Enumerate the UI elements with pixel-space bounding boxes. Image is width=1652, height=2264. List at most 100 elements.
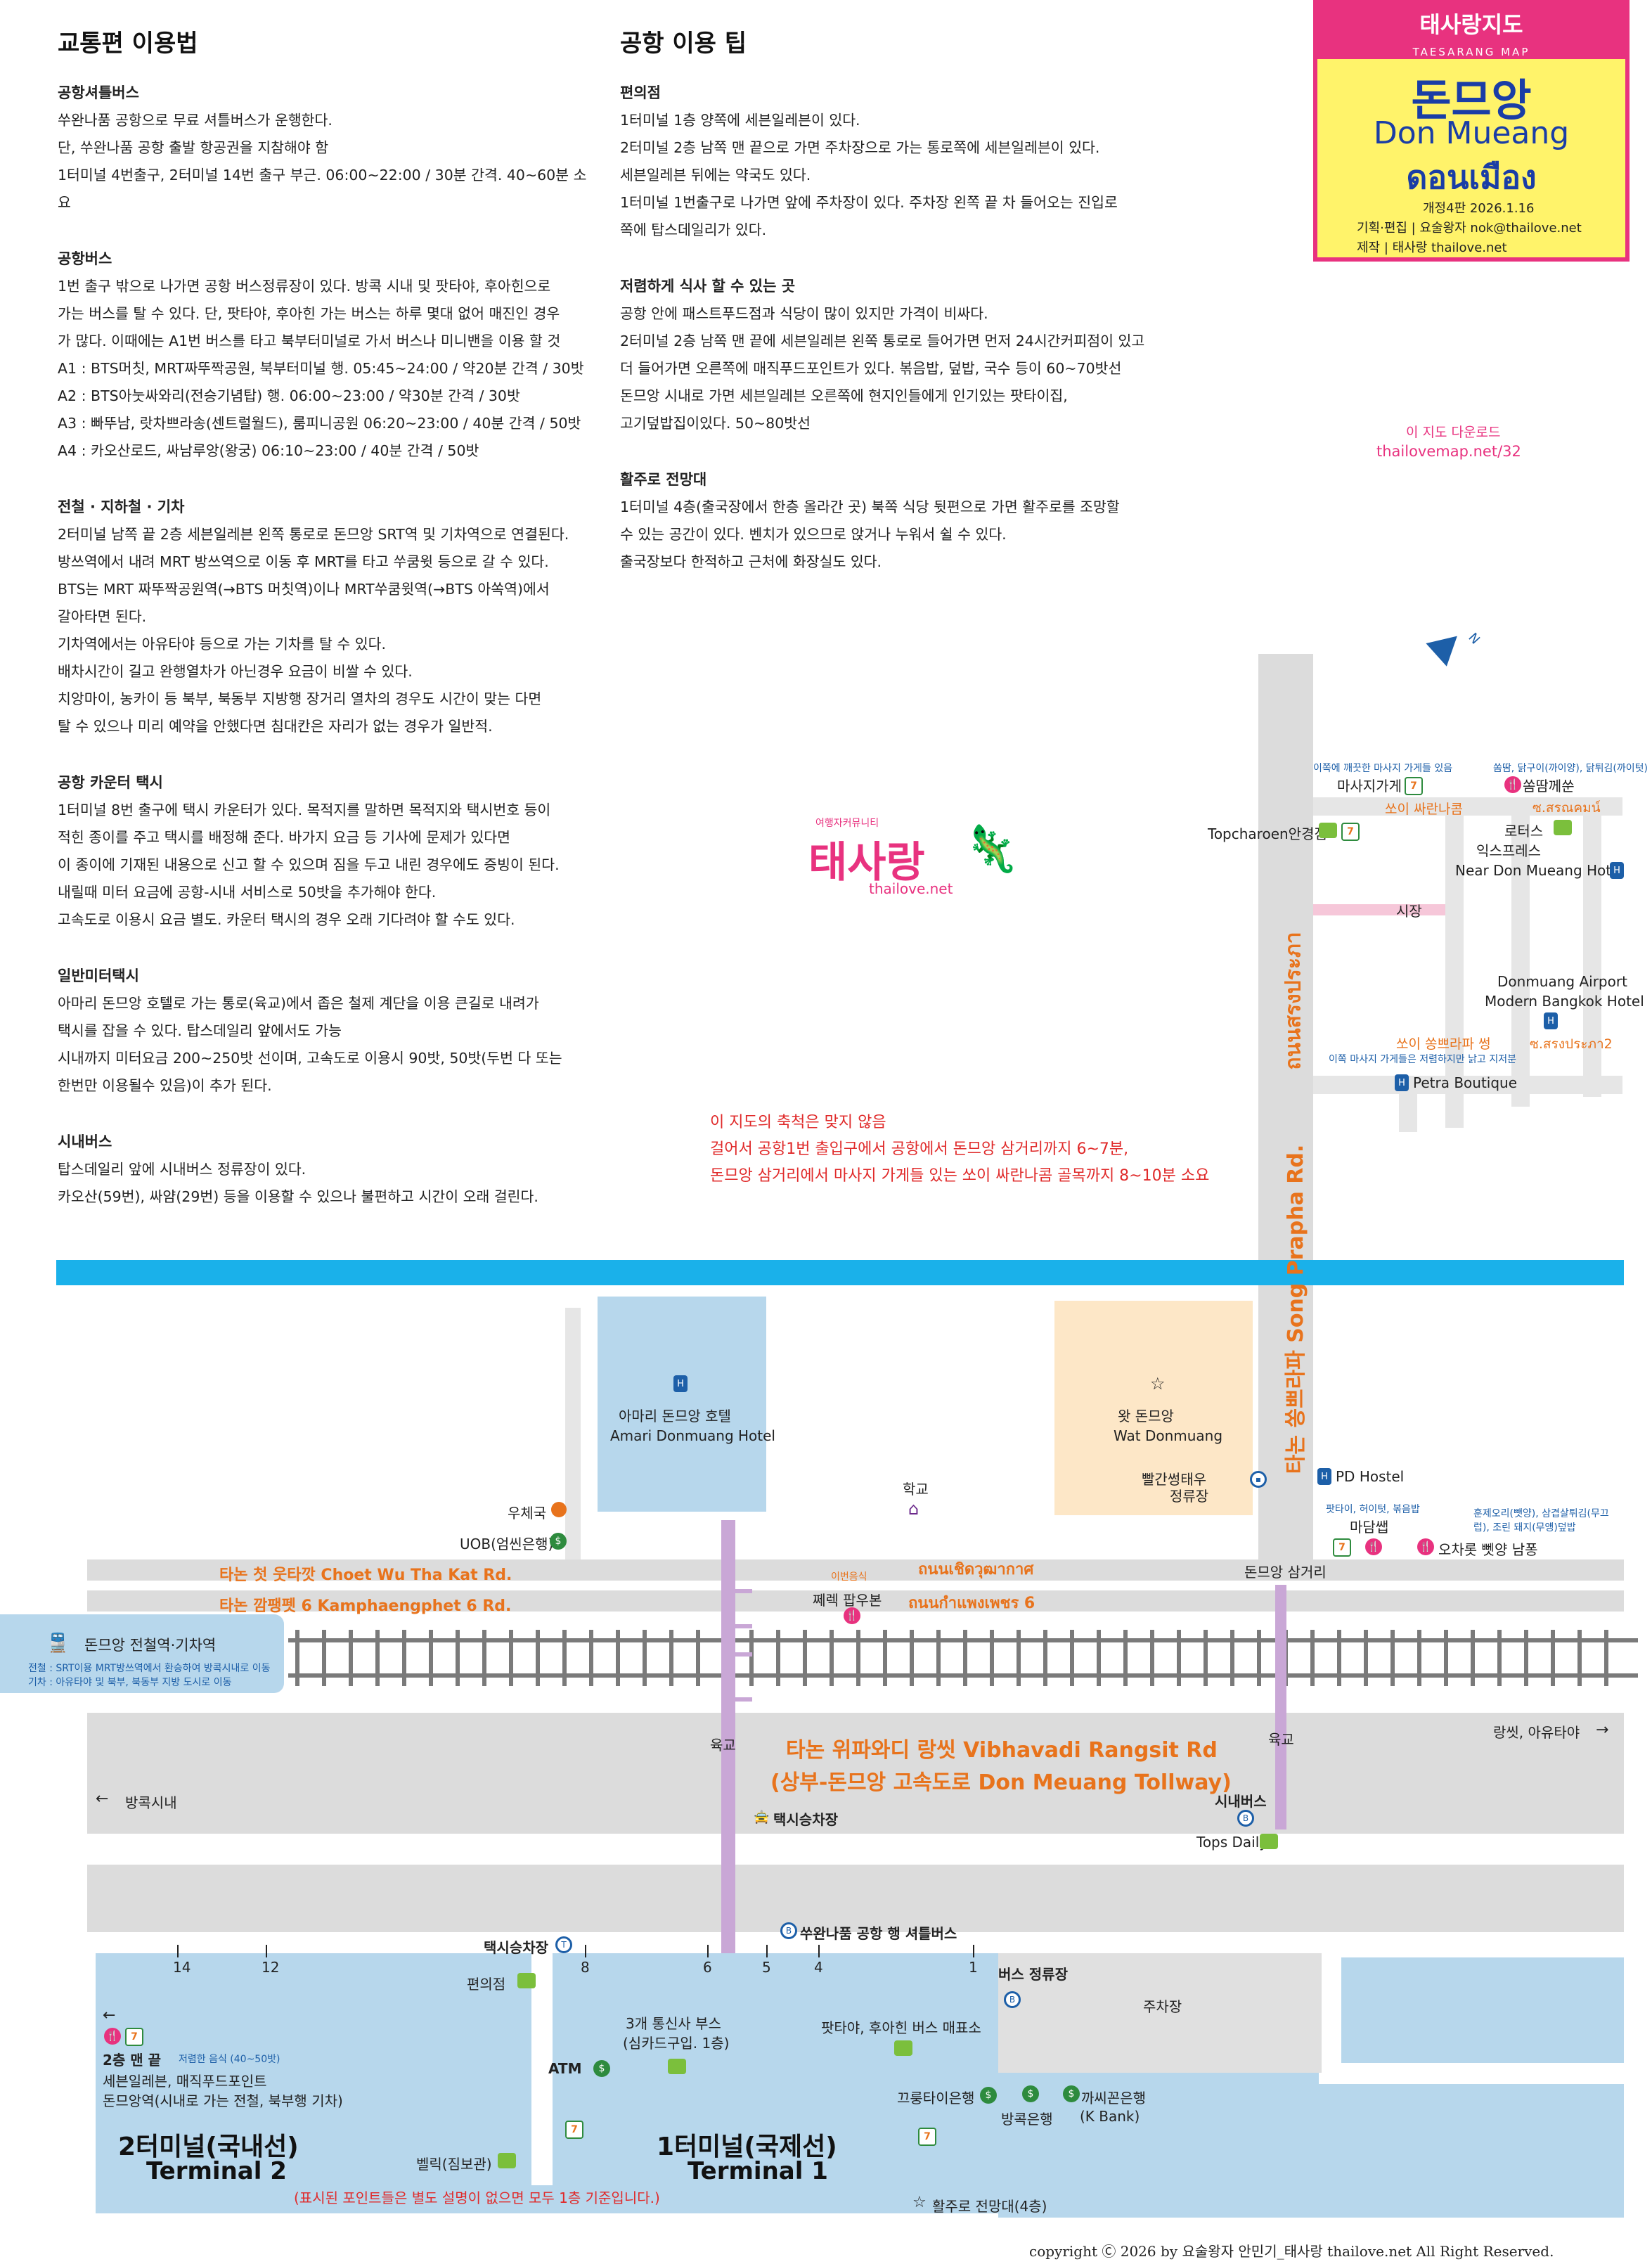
market-lane — [1313, 904, 1445, 915]
bus-stop[interactable]: 버스 정류장 — [998, 1966, 1068, 1983]
terminal-2-ko[interactable]: 2터미널(국내선) — [118, 2133, 299, 2161]
pd-hostel[interactable]: PD Hostel — [1336, 1468, 1405, 1485]
song-prapha-thai-name: ถนนสรงประภา — [1281, 932, 1306, 1070]
t2-line-2: 돈므앙역(시내로 가는 전철, 북부행 기차) — [103, 2092, 343, 2109]
rail-tie — [1177, 1630, 1181, 1686]
luggage-storage[interactable]: 벨릭(짐보관) — [416, 2156, 492, 2173]
restaurant-icon: 🍴 — [844, 1607, 860, 1624]
shop-icon — [498, 2153, 516, 2168]
kasikorn-bank[interactable]: 까씨꼰은행 — [1081, 2090, 1146, 2107]
uob-bank[interactable]: UOB(엄씬은행) — [460, 1536, 554, 1552]
section-line: 고속도로 이용시 요금 별도. 카운터 택시의 경우 오래 기다려야 할 수도 … — [58, 911, 515, 928]
station-note-2: 기차 : 아유타야 및 북부, 북동부 지방 도시로 이동 — [28, 1677, 232, 1688]
section-heading: 공항셔틀버스 — [58, 84, 139, 101]
rail-tie — [1097, 1630, 1101, 1686]
logo-tag: 여행자커뮤니티 — [815, 818, 879, 829]
amari-hotel-ko[interactable]: 아마리 돈므앙 호텔 — [619, 1408, 731, 1424]
rail-tie — [1123, 1630, 1128, 1686]
section-line: 1터미널 1번출구로 나가면 앞에 주차장이 있다. 주차장 왼쪽 끝 차 들어… — [620, 194, 1118, 211]
scale-note: 이 지도의 축척은 맞지 않음 걸어서 공항1번 출입구에서 공항에서 돈므앙 … — [710, 1110, 1209, 1190]
bus-ticket-office[interactable]: 팟타야, 후아힌 버스 매표소 — [821, 2019, 981, 2036]
rail-tie — [509, 1630, 513, 1686]
arrow-left-icon: ← — [96, 1790, 109, 1808]
choet-wu-tha-kat-th: ถนนเชิดวุฒากาศ — [918, 1561, 1034, 1578]
terminal-1-en: Terminal 1 — [688, 2157, 828, 2185]
taxi-stand-2[interactable]: 택시승차장 — [484, 1939, 548, 1956]
donmuang-junction: 돈므앙 삼거리 — [1244, 1564, 1327, 1581]
shop-icon — [1260, 1834, 1278, 1849]
section-heading: 시내버스 — [58, 1133, 112, 1150]
rail-tie — [616, 1630, 620, 1686]
section-line: A2 : BTS아눗싸와리(전승기념탑) 행. 06:00~23:00 / 약3… — [58, 387, 520, 404]
somtam-shop[interactable]: 쏨땀께쑨 — [1523, 778, 1575, 795]
topcharoen-optical[interactable]: Topcharoen안경점 — [1208, 825, 1327, 842]
rail-tie — [1390, 1630, 1395, 1686]
observatory[interactable]: 활주로 전망대(4층) — [932, 2198, 1047, 2215]
rail-tie — [456, 1630, 460, 1686]
rail-tie — [1524, 1630, 1528, 1686]
section-line: 가 많다. 이때에는 A1번 버스를 타고 북부터미널로 가서 버스나 미니밴을… — [58, 333, 561, 349]
kamphaengphet-th: ถนนกำแพงเพชร 6 — [908, 1595, 1035, 1612]
duck-restaurant[interactable]: 오차롯 뻿양 남퐁 — [1438, 1541, 1538, 1558]
tops-daily[interactable]: Tops Daily — [1196, 1834, 1268, 1851]
terminal-2-gap — [531, 1953, 553, 2185]
gate-number: 12 — [262, 1959, 280, 1976]
editor: 기획·편집 | 요술왕자 nok@thailove.net — [1357, 221, 1582, 236]
tollway-name: (상부-돈므앙 고속도로 Don Meuang Tollway) — [770, 1770, 1232, 1795]
skywalk-branch — [735, 1589, 752, 1593]
section-line: 2터미널 남쪽 끝 2층 세븐일레븐 왼쪽 통로로 돈므앙 SRT역 및 기차역… — [58, 526, 569, 543]
maker: 제작 | 태사랑 thailove.net — [1357, 240, 1507, 255]
donmuang-station-box — [0, 1614, 284, 1693]
section-line: 쪽에 탑스데일리가 있다. — [620, 221, 767, 238]
arrow-left-icon: ← — [103, 2007, 116, 2024]
soi-songprapha2 — [1313, 1076, 1622, 1094]
train-icon: 🚆 — [46, 1633, 70, 1654]
hotel-icon: H — [1610, 862, 1624, 879]
amari-hotel-en: Amari Donmuang Hotel — [610, 1427, 775, 1444]
petra-boutique[interactable]: Petra Boutique — [1413, 1074, 1518, 1091]
songthaew-icon: ▪ — [1250, 1471, 1267, 1488]
rail-tie — [803, 1630, 807, 1686]
vibhavadi-rangsit-road — [87, 1713, 1624, 1834]
city-bus[interactable]: 시내버스 — [1215, 1793, 1267, 1810]
lotus-express[interactable]: 로터스 — [1504, 823, 1544, 840]
atm[interactable]: ATM — [548, 2060, 582, 2077]
note-line-2: 걸어서 공항1번 출입구에서 공항에서 돈므앙 삼거리까지 6~7분, — [710, 1140, 1129, 1158]
section-line: A4 : 카오산로드, 싸남루앙(왕궁) 06:10~23:00 / 40분 간… — [58, 442, 479, 459]
telco-sim-note: (심카드구입. 1층) — [623, 2035, 730, 2052]
donmuang-station[interactable]: 돈므앙 전철역·기차역 — [84, 1637, 217, 1654]
krungthai-bank[interactable]: 끄룽타이은행 — [897, 2090, 975, 2107]
massage-shop[interactable]: 마사지가게 — [1337, 778, 1402, 795]
rail-tie — [1070, 1630, 1074, 1686]
gate-number: 1 — [969, 1959, 978, 1976]
madam-shop[interactable]: 마담쌥 — [1350, 1519, 1389, 1536]
near-donmueang-hotel[interactable]: Near Don Mueang Hotel — [1455, 862, 1624, 879]
convenience-store: 편의점 — [467, 1976, 506, 1993]
soi-sarannakhom-th: ซ.สรณคมน์ — [1532, 800, 1601, 816]
wat-donmuang-ko[interactable]: 왓 돈므앙 — [1118, 1408, 1174, 1424]
suvarnabhumi-shuttle[interactable]: 쑤완나품 공항 행 셔틀버스 — [800, 1925, 957, 1942]
terminal-1-ko[interactable]: 1터미널(국제선) — [657, 2133, 837, 2161]
section-line: A1 : BTS머칫, MRT짜뚜짝공원, 북부터미널 행. 05:45~24:… — [58, 360, 584, 377]
taxi-stand[interactable]: 택시승차장 — [773, 1811, 838, 1828]
rail-tie — [776, 1630, 780, 1686]
section-line: 적힌 종이를 주고 택시를 배정해 준다. 바가지 요금 등 기사에 문제가 있… — [58, 829, 510, 846]
telco-booths[interactable]: 3개 통신사 부스 — [626, 2015, 721, 2032]
terminal-2-building — [96, 1953, 531, 2213]
section-line: 치앙마이, 농카이 등 북부, 북동부 지방행 장거리 열차의 경우도 시간이 … — [58, 690, 542, 707]
frontage-road — [87, 1865, 1624, 1932]
download-link[interactable]: thailovemap.net/32 — [1376, 443, 1521, 460]
rail-tie — [669, 1630, 673, 1686]
map-title-box: 태사랑지도 TAESARANG MAP 돈므앙 Don Mueang ดอนเม… — [1313, 0, 1630, 262]
section-line: 세븐일레븐 뒤에는 약국도 있다. — [620, 167, 811, 184]
section-line: 돈므앙 시내로 가면 세븐일레븐 오른쪽에 현지인들에게 인기있는 팟타이집, — [620, 387, 1068, 404]
bangkok-bank[interactable]: 방콕은행 — [1001, 2111, 1053, 2128]
noodle-shop[interactable]: 쩨렉 팝우본 — [813, 1592, 882, 1609]
star-icon: ☆ — [1150, 1374, 1166, 1394]
rail-tie — [402, 1630, 406, 1686]
modern-hotel-1[interactable]: Donmuang Airport — [1497, 973, 1627, 990]
post-office[interactable]: 우체국 — [508, 1505, 547, 1522]
